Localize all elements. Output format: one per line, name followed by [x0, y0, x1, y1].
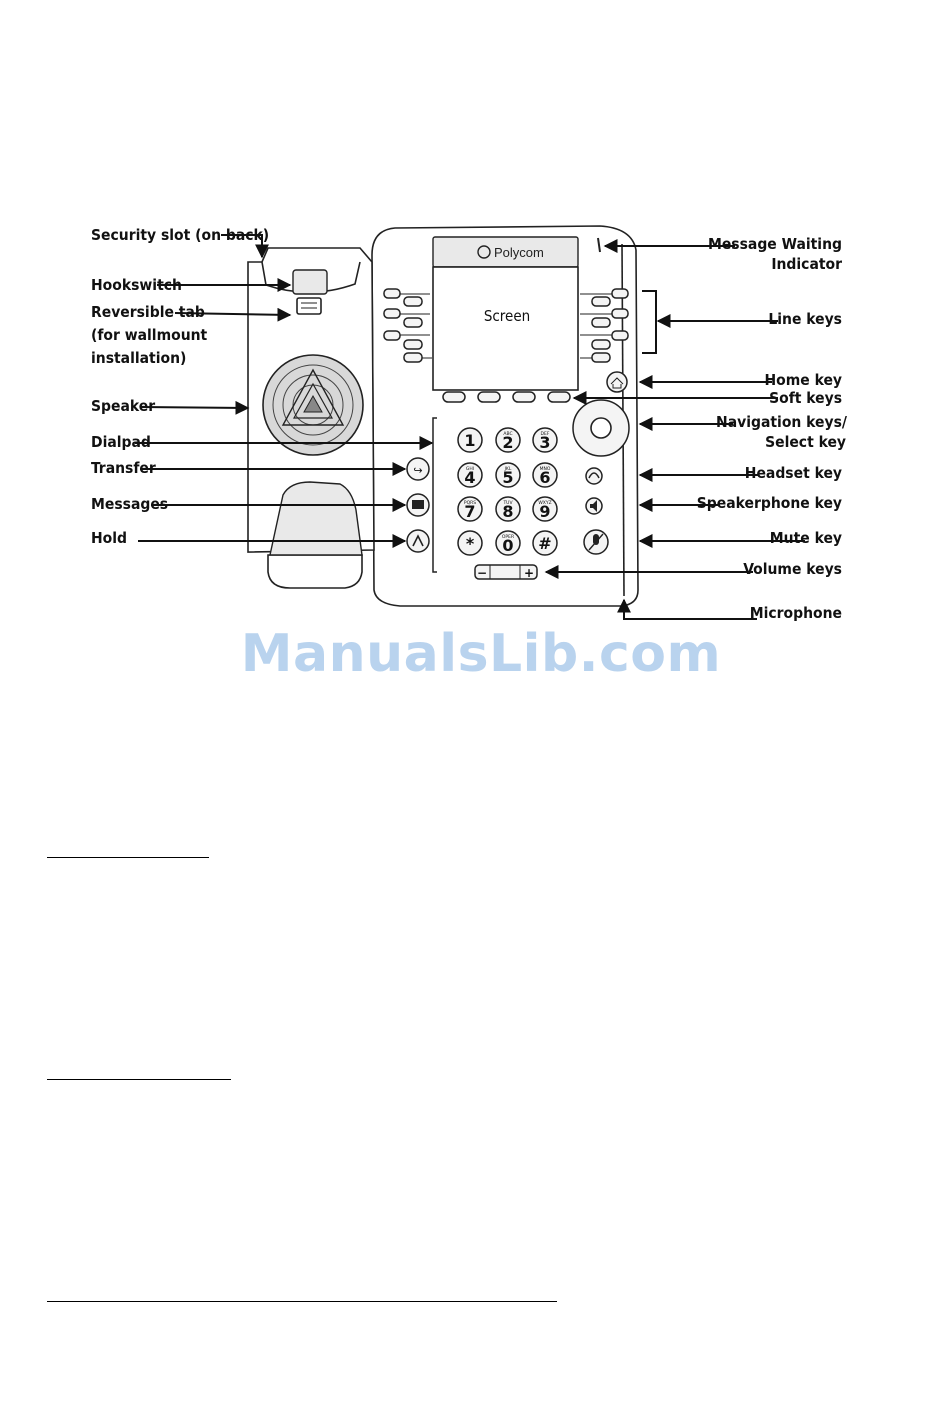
- dialpad-key-digit: 4: [464, 468, 475, 487]
- dialpad-key: [532, 462, 558, 488]
- dialpad-key: [495, 427, 521, 453]
- handset-earpiece: [267, 554, 363, 589]
- dialpad-key-digit: 0: [502, 536, 513, 555]
- phone-illustration: Polycom Screen: [247, 225, 639, 607]
- label-mute-key: Mute key: [770, 529, 842, 547]
- dialpad-key-digit: 8: [502, 502, 513, 521]
- label-transfer: Transfer: [91, 459, 156, 477]
- dialpad-key-digit: #: [538, 534, 551, 553]
- dialpad-key-letters: GHI: [466, 466, 474, 472]
- label-reversible-tab-2: (for wallmount: [91, 326, 208, 344]
- dialpad-key-digit: 5: [502, 468, 513, 487]
- dialpad-key-digit: 1: [464, 431, 475, 450]
- label-messages: Messages: [91, 495, 168, 513]
- volume-minus: −: [477, 566, 487, 580]
- dialpad-key-digit: 6: [539, 468, 550, 487]
- label-reversible-tab-1: Reversible tab: [91, 303, 205, 321]
- dialpad-key: [532, 496, 558, 522]
- label-soft-keys: Soft keys: [769, 389, 842, 407]
- label-reversible-tab-3: installation): [91, 349, 186, 367]
- brand-label: Polycom: [494, 245, 544, 260]
- dialpad-key: [495, 496, 521, 522]
- dialpad-key-digit: 2: [502, 433, 513, 452]
- label-dialpad: Dialpad: [91, 433, 151, 451]
- label-speaker: Speaker: [91, 397, 155, 415]
- dialpad-key: [457, 530, 483, 556]
- dialpad-key-digit: *: [466, 534, 475, 553]
- dialpad-key-letters: JKL: [504, 466, 512, 472]
- headset-key: [585, 467, 603, 485]
- section-rule-1: [47, 857, 209, 858]
- label-message-waiting-1: Message Waiting: [708, 235, 842, 253]
- screen-label: Screen: [484, 307, 530, 325]
- dialpad-key-letters: DEF: [541, 431, 550, 437]
- soft-keys: [442, 391, 571, 403]
- dialpad-key-letters: WXYZ: [538, 500, 551, 506]
- volume-keys: − +: [474, 564, 538, 580]
- section-rule-2: [47, 1079, 231, 1080]
- label-speakerphone-key: Speakerphone key: [697, 494, 842, 512]
- reversible-tab: [296, 297, 322, 315]
- volume-plus: +: [524, 566, 534, 580]
- label-line-keys: Line keys: [768, 310, 842, 328]
- label-hold: Hold: [91, 529, 127, 547]
- dialpad-key-letters: MNO: [540, 466, 551, 472]
- dialpad-key: [457, 462, 483, 488]
- hold-key: [406, 529, 430, 553]
- dialpad-key: [532, 427, 558, 453]
- phone-diagram: Polycom Screen: [91, 225, 848, 622]
- label-security-slot: Security slot (on back): [91, 226, 269, 244]
- label-microphone: Microphone: [750, 604, 842, 622]
- line-keys-left: [383, 288, 432, 363]
- home-key: [606, 371, 628, 393]
- svg-text:↪: ↪: [413, 464, 422, 477]
- select-key: [590, 417, 612, 439]
- dialpad-key-letters: ABC: [503, 431, 512, 437]
- line-keys-right: [580, 288, 629, 363]
- dialpad-key-letters: TUV: [502, 500, 513, 506]
- label-message-waiting-2: Indicator: [771, 255, 842, 273]
- label-hookswitch: Hookswitch: [91, 276, 182, 294]
- label-home-key: Home key: [765, 371, 843, 389]
- dialpad-key: [457, 427, 483, 453]
- handset-mouth: [269, 481, 363, 556]
- dialpad-key-letters: OPER: [502, 534, 514, 540]
- dialpad-key: [532, 530, 558, 556]
- dialpad-key: [495, 530, 521, 556]
- dialpad-key-digit: 9: [539, 502, 550, 521]
- label-headset-key: Headset key: [745, 464, 842, 482]
- dialpad-key-digit: 7: [464, 502, 475, 521]
- dialpad-key-digit: 3: [539, 433, 550, 452]
- dialpad-key: [495, 462, 521, 488]
- speaker-grille: [262, 354, 364, 456]
- section-rule-3: [47, 1301, 557, 1302]
- label-navigation-1: Navigation keys/: [716, 413, 848, 431]
- label-navigation-2: Select key: [765, 433, 846, 451]
- transfer-key: [406, 457, 430, 481]
- watermark: ManualsLib.com: [240, 624, 722, 684]
- dialpad-key: [457, 496, 483, 522]
- screen: [432, 266, 579, 391]
- label-volume-keys: Volume keys: [743, 560, 842, 578]
- dialpad-key-letters: PQRS: [464, 500, 476, 506]
- hookswitch: [292, 269, 328, 295]
